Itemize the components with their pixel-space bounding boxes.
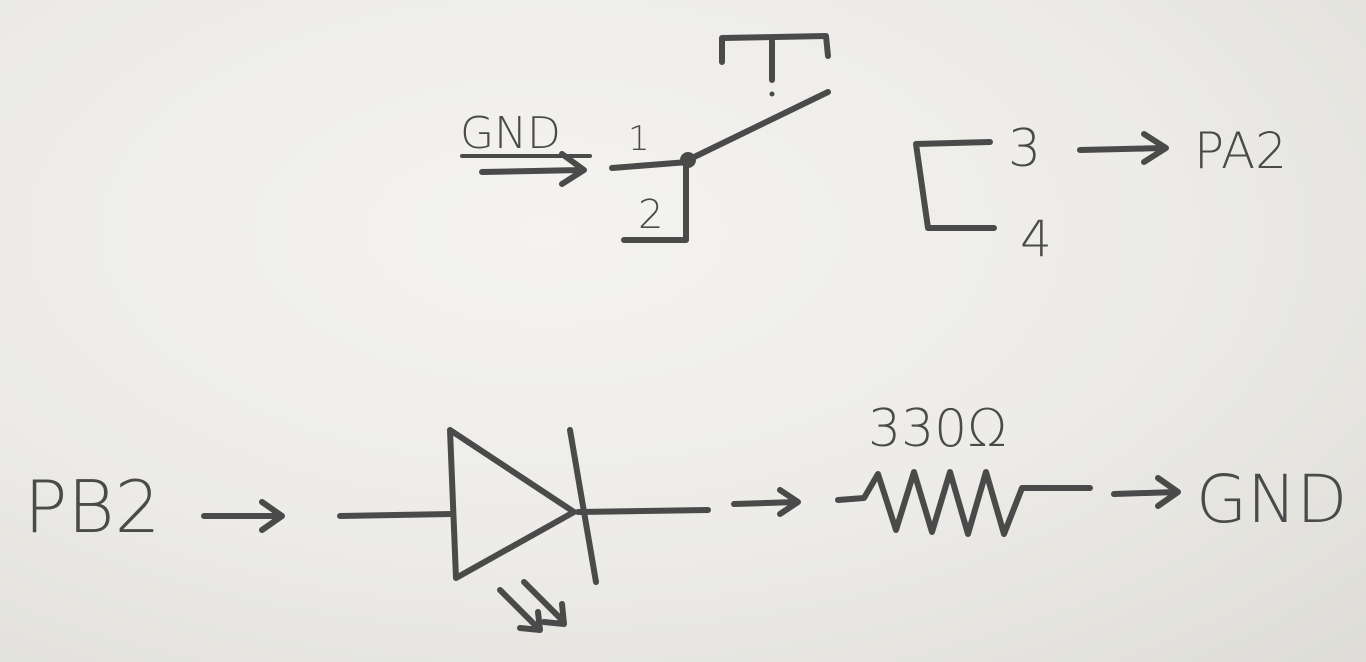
gnd-out-arrow-icon <box>1111 475 1181 509</box>
led-cathode-lead <box>575 507 711 515</box>
switch-actuator <box>719 33 831 83</box>
switch-lever <box>685 89 831 163</box>
resistor-label: 330Ω <box>868 399 1007 459</box>
switch-pin-2: 2 <box>638 192 663 238</box>
led-input-label: PB2 <box>24 465 160 549</box>
switch-input-label: GND <box>460 108 561 159</box>
led-triangle <box>447 427 577 581</box>
switch-pin-3: 3 <box>1008 119 1041 179</box>
led-anode-lead <box>337 511 455 519</box>
pb2-arrow-icon <box>201 499 285 533</box>
resistor-zigzag <box>835 469 1093 537</box>
pa2-arrow-icon <box>1077 131 1169 165</box>
light-arrow-icon <box>521 579 567 627</box>
led-circuit: PB2 330Ω GND <box>24 399 1347 633</box>
pin-3-4-bracket <box>913 139 997 231</box>
switch-pin-4: 4 <box>1020 210 1052 268</box>
pin-1-lead <box>609 159 691 171</box>
push-button-switch: GND 1 2 3 4 PA2 <box>460 33 1287 268</box>
light-arrow-icon <box>497 587 543 633</box>
actuator-dot <box>769 91 775 97</box>
gnd-arrow-icon <box>479 151 587 187</box>
led-cathode-bar <box>567 427 599 585</box>
resistor-arrow-icon <box>731 487 801 517</box>
switch-pin-1: 1 <box>628 119 650 159</box>
led-output-label: GND <box>1196 461 1347 538</box>
pin-2-bracket <box>621 159 689 243</box>
switch-output-label: PA2 <box>1194 122 1287 180</box>
